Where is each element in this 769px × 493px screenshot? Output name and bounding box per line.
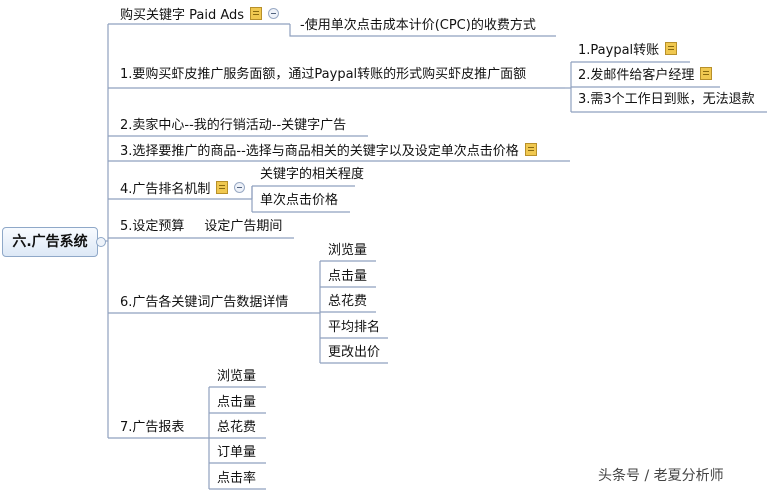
keyword-child-3-label: 总花费 xyxy=(328,294,368,309)
keyword-child-1[interactable]: 浏览量 xyxy=(328,243,367,259)
branch-budget-label: 5.设定预算 xyxy=(120,219,185,234)
branch-keyword-data[interactable]: 6.广告各关键词广告数据详情 xyxy=(120,295,288,311)
purchase-child-2[interactable]: 2.发邮件给客户经理 xyxy=(578,67,713,84)
branch-select-product-label: 3.选择要推广的商品--选择与商品相关的关键字以及设定单次点击价格 xyxy=(120,144,519,159)
branch-ranking[interactable]: 4.广告排名机制 xyxy=(120,181,246,198)
report-child-4[interactable]: 订单量 xyxy=(217,445,256,461)
keyword-child-2-label: 点击量 xyxy=(328,269,368,284)
note-icon[interactable] xyxy=(665,42,678,55)
ranking-child-1[interactable]: 关键字的相关程度 xyxy=(260,167,364,183)
branch-seller-center-label: 2.卖家中心--我的行销活动--关键字广告 xyxy=(120,118,347,133)
watermark: 头条号 / 老夏分析师 xyxy=(598,468,724,484)
note-icon[interactable] xyxy=(524,143,537,156)
note-icon[interactable] xyxy=(250,7,263,20)
root-label: 六.广告系统 xyxy=(12,234,88,250)
report-child-4-label: 订单量 xyxy=(217,445,257,460)
branch-keyword-data-label: 6.广告各关键词广告数据详情 xyxy=(120,295,289,310)
ranking-child-2-label: 单次点击价格 xyxy=(260,193,339,208)
branch-purchase-label: 1.要购买虾皮推广服务面额，通过Paypal转账的形式购买虾皮推广面额 xyxy=(120,67,527,82)
keyword-child-3[interactable]: 总花费 xyxy=(328,294,367,310)
branch-select-product[interactable]: 3.选择要推广的商品--选择与商品相关的关键字以及设定单次点击价格 xyxy=(120,143,537,160)
report-child-1-label: 浏览量 xyxy=(217,369,257,384)
keyword-child-2[interactable]: 点击量 xyxy=(328,269,367,285)
paid-ads-detail-label: -使用单次点击成本计价(CPC)的收费方式 xyxy=(300,18,536,33)
report-child-5-label: 点击率 xyxy=(217,471,257,486)
report-child-5[interactable]: 点击率 xyxy=(217,471,256,487)
branch-budget[interactable]: 5.设定预算 设定广告期间 xyxy=(120,219,282,235)
collapse-icon[interactable] xyxy=(268,8,280,19)
purchase-child-1[interactable]: 1.Paypal转账 xyxy=(578,42,678,59)
report-child-2-label: 点击量 xyxy=(217,395,257,410)
report-child-2[interactable]: 点击量 xyxy=(217,395,256,411)
branch-seller-center[interactable]: 2.卖家中心--我的行销活动--关键字广告 xyxy=(120,118,346,134)
purchase-child-3-label: 3.需3个工作日到账，无法退款 xyxy=(578,92,755,107)
branch-paid-ads-label: 购买关键字 Paid Ads xyxy=(120,8,245,23)
purchase-child-2-label: 2.发邮件给客户经理 xyxy=(578,68,695,83)
purchase-child-3[interactable]: 3.需3个工作日到账，无法退款 xyxy=(578,92,755,108)
report-child-3-label: 总花费 xyxy=(217,420,257,435)
collapse-icon[interactable] xyxy=(234,182,246,193)
branch-report-label: 7.广告报表 xyxy=(120,420,185,435)
branch-paid-ads[interactable]: 购买关键字 Paid Ads xyxy=(120,7,280,24)
keyword-child-4-label: 平均排名 xyxy=(328,320,381,335)
root-node[interactable]: 六.广告系统 xyxy=(2,227,106,257)
note-icon[interactable] xyxy=(700,67,713,80)
branch-budget-extra: 设定广告期间 xyxy=(204,219,283,234)
keyword-child-4[interactable]: 平均排名 xyxy=(328,320,380,336)
keyword-child-5[interactable]: 更改出价 xyxy=(328,345,380,361)
ranking-child-2[interactable]: 单次点击价格 xyxy=(260,193,338,209)
note-icon[interactable] xyxy=(216,181,229,194)
branch-report[interactable]: 7.广告报表 xyxy=(120,420,184,436)
purchase-child-1-label: 1.Paypal转账 xyxy=(578,43,660,58)
keyword-child-5-label: 更改出价 xyxy=(328,345,381,360)
branch-purchase[interactable]: 1.要购买虾皮推广服务面额，通过Paypal转账的形式购买虾皮推广面额 xyxy=(120,67,526,83)
branch-ranking-label: 4.广告排名机制 xyxy=(120,182,211,197)
report-child-3[interactable]: 总花费 xyxy=(217,420,256,436)
report-child-1[interactable]: 浏览量 xyxy=(217,369,256,385)
paid-ads-detail[interactable]: -使用单次点击成本计价(CPC)的收费方式 xyxy=(300,18,536,34)
keyword-child-1-label: 浏览量 xyxy=(328,243,368,258)
ranking-child-1-label: 关键字的相关程度 xyxy=(260,167,365,182)
